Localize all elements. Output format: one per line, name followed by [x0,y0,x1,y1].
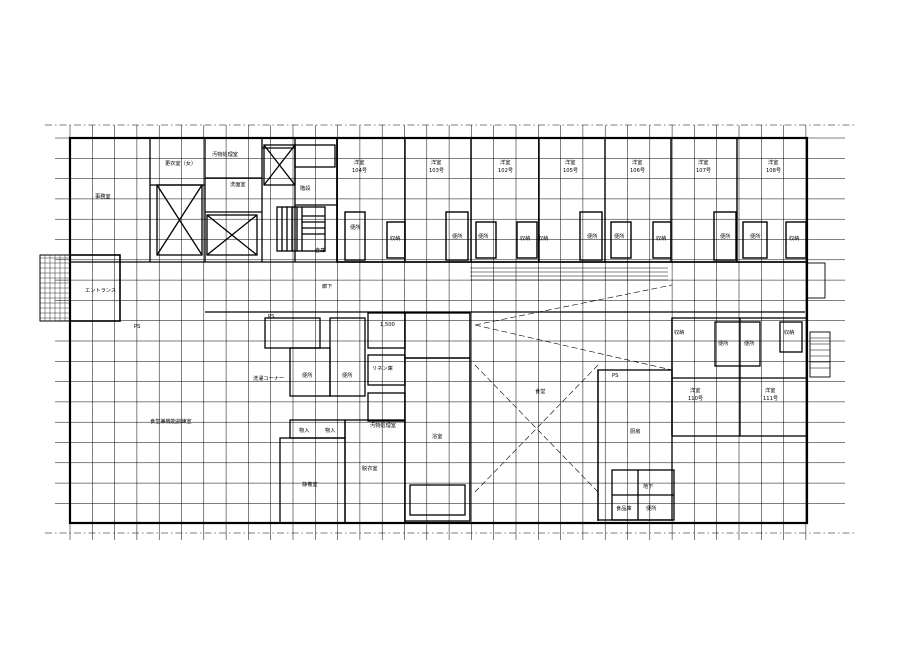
room-label-103-type: 洋室 [431,158,441,166]
label-dining: 食堂 [535,387,545,395]
room-label-107-type: 洋室 [698,158,708,166]
label-storage-5: 収納 [538,234,548,242]
label-soiled: 汚物処理室 [212,150,238,158]
label-ps-3: PS [612,373,618,379]
room-label-104-type: 洋室 [354,158,364,166]
label-storeroom: 倉庫 [315,246,325,254]
label-toilet-11: 便所 [744,339,754,347]
label-toilet-5: 便所 [478,232,488,240]
room-label-106: 106号 [630,167,645,174]
label-storage-4: 収納 [520,234,530,242]
label-ps-2: PS [268,314,274,320]
room-label-103: 103号 [429,167,444,174]
room-label-110: 110号 [688,395,703,402]
room-label-105: 105号 [563,167,578,174]
label-storage-6: 収納 [656,234,666,242]
label-toilet-3: 便所 [350,223,360,231]
label-toilet-2: 便所 [342,371,352,379]
label-storage-7: 収納 [789,234,799,242]
room-label-102: 102号 [498,167,513,174]
label-storage-1: 物入 [299,426,309,434]
label-laundry: 洗濯コーナー [253,374,284,382]
label-storage-9: 収納 [784,328,794,336]
guest-room-walls [336,138,807,262]
label-changing-f: 更衣室（女） [165,159,196,167]
label-wash: 洗面室 [230,180,246,188]
label-bath: 浴室 [432,432,442,440]
ceiling-dashed-lines [474,284,673,493]
label-corridor: 廊下 [322,282,332,290]
label-toilet-8: 便所 [720,232,730,240]
entrance-canopy-hatch [40,255,70,321]
label-toilet-9: 便所 [750,232,760,240]
room-label-104: 104号 [352,167,367,174]
room-label-110-type: 洋室 [690,386,700,394]
room-label-107: 107号 [696,167,711,174]
label-toilet-6: 便所 [587,232,597,240]
right-rooms-walls [597,262,831,521]
corridor-walls [70,261,807,313]
label-toilet-7: 便所 [614,232,624,240]
room-label-111: 111号 [763,395,778,402]
room-label-108-type: 洋室 [768,158,778,166]
service-block-walls [149,138,337,262]
room-label-105-type: 洋室 [565,158,575,166]
structural-grid [45,124,855,540]
label-toilet-12: 便所 [646,504,656,512]
label-entrance: エントランス [85,287,116,294]
label-toilet-4: 便所 [452,232,462,240]
label-dim-1500: 1,500 [380,322,395,328]
room-label-111-type: 洋室 [765,386,775,394]
label-basement: 地下 [643,482,653,490]
label-kitchen: 厨房 [630,427,640,435]
label-office: 事務室 [95,192,111,200]
room-labels: 洋室 104号 洋室 103号 洋室 102号 洋室 105号 洋室 106号 … [85,150,799,512]
label-storage-3: 収納 [390,234,400,242]
room-label-102-type: 洋室 [500,158,510,166]
label-storage-8: 収納 [674,328,684,336]
label-toilet-1: 便所 [302,371,312,379]
label-changing2: 脱衣室 [362,464,378,472]
label-pantry: 食品庫 [616,504,632,512]
exterior-walls [39,136,809,525]
room-label-106-type: 洋室 [632,158,642,166]
label-quiet: 静養室 [302,480,318,488]
label-hall: 食堂兼機能訓練室 [150,417,192,425]
central-core-walls [264,312,673,524]
label-stairs: 階段 [300,184,310,192]
label-waste: 汚物処理室 [370,421,396,429]
label-toilet-10: 便所 [718,339,728,347]
room-label-108: 108号 [766,167,781,174]
label-storage-2: 物入 [325,426,335,434]
label-linen: リネン庫 [372,364,393,372]
label-ps-1: PS [134,324,140,330]
